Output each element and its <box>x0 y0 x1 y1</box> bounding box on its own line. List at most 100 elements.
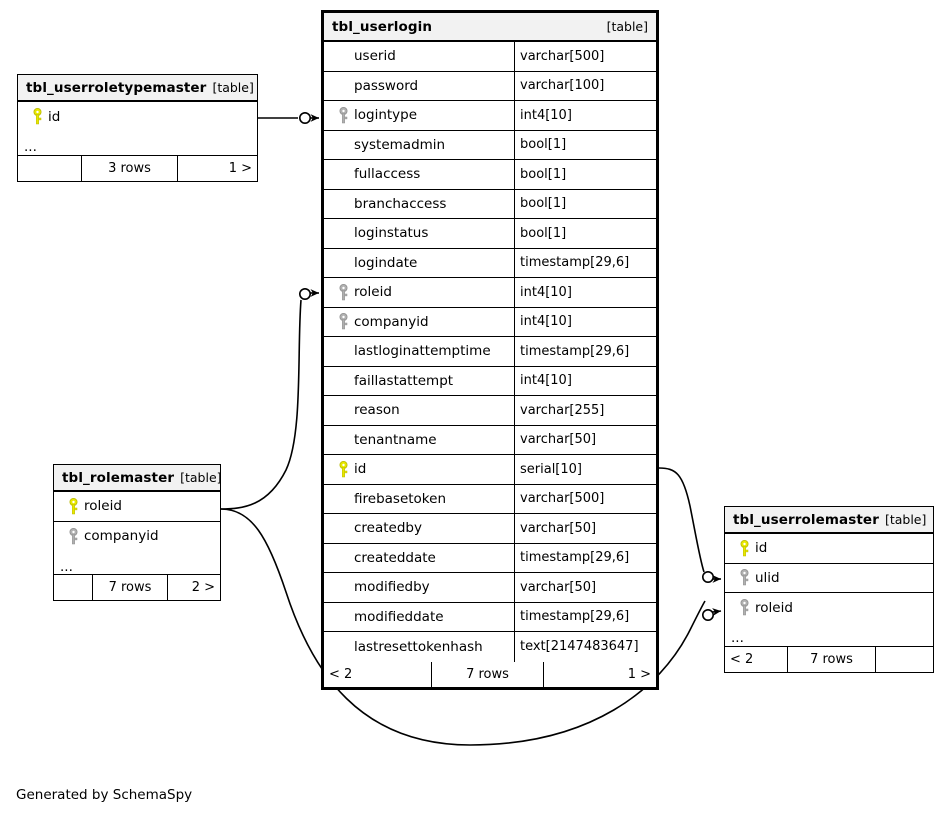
column-name-label: createddate <box>354 549 436 566</box>
column-name-label: ulid <box>755 569 780 586</box>
footer-next-button[interactable]: 1 > <box>627 666 651 682</box>
footer-prev-button[interactable]: < 2 <box>725 646 788 672</box>
column-type-cell: varchar[50] <box>514 514 656 543</box>
footer-prev-button[interactable] <box>18 155 82 181</box>
column-name-label: companyid <box>84 528 159 545</box>
column-type-cell: varchar[500] <box>514 42 656 71</box>
column-name-cell: modifiedby <box>324 573 514 602</box>
column-row[interactable]: createdby varchar[50] <box>324 514 656 544</box>
column-name-label: branchaccess <box>354 195 447 212</box>
column-name-cell: id <box>324 455 514 484</box>
column-name-label: companyid <box>354 313 429 330</box>
column-row[interactable]: companyid <box>54 522 220 552</box>
column-name-label: lastresettokenhash <box>354 638 483 655</box>
column-type-cell: varchar[255] <box>514 396 656 425</box>
entity-header: tbl_userroletypemaster [table] <box>18 75 257 102</box>
column-name-label: fullaccess <box>354 166 421 183</box>
column-name-cell: companyid <box>54 522 220 552</box>
entity-title: tbl_userroletypemaster <box>26 79 207 96</box>
entity-header: tbl_userrolemaster [table] <box>725 507 933 534</box>
column-type-cell: timestamp[29,6] <box>514 248 656 277</box>
entity-type-tag: [table] <box>884 512 927 527</box>
column-name-cell: password <box>324 72 514 101</box>
column-name-label: userid <box>354 48 396 65</box>
entity-footer: < 2 7 rows <box>725 646 933 672</box>
column-name-cell: lastresettokenhash <box>324 632 514 662</box>
column-row[interactable]: id <box>18 102 257 132</box>
column-name-cell: userid <box>324 42 514 71</box>
column-row[interactable]: reason varchar[255] <box>324 396 656 426</box>
column-name-label: lastloginattemptime <box>354 343 491 360</box>
column-type-cell: bool[1] <box>514 219 656 248</box>
column-row[interactable]: companyid int4[10] <box>324 307 656 337</box>
column-row[interactable]: loginstatus bool[1] <box>324 219 656 249</box>
column-name-cell: logindate <box>324 249 514 278</box>
column-name-cell: roleid <box>725 593 933 623</box>
column-name-cell: roleid <box>324 278 514 307</box>
entity-tbl-userroletypemaster[interactable]: tbl_userroletypemaster [table] id ... 3 … <box>17 74 258 182</box>
more-columns-indicator: ... <box>54 551 220 575</box>
edge-rolemaster-roleid-to-userlogin-roleid <box>220 287 319 510</box>
entity-type-tag: [table] <box>180 470 222 485</box>
footer-prev-button[interactable] <box>54 575 93 600</box>
column-row[interactable]: id <box>725 534 933 564</box>
column-list: roleid companyid <box>54 492 220 551</box>
footer-next-button[interactable]: 1 > <box>228 160 252 176</box>
column-name-label: loginstatus <box>354 225 429 242</box>
primary-key-icon <box>26 108 48 125</box>
column-name-cell: tenantname <box>324 426 514 455</box>
column-row[interactable]: roleid <box>725 593 933 623</box>
foreign-key-icon <box>62 527 84 545</box>
column-list: id <box>18 102 257 132</box>
column-name-cell: reason <box>324 396 514 425</box>
column-row[interactable]: roleid <box>54 492 220 522</box>
entity-footer: 7 rows 2 > <box>54 575 220 600</box>
column-name-cell: id <box>18 102 257 132</box>
column-name-label: createdby <box>354 520 422 537</box>
primary-key-icon <box>733 539 755 557</box>
column-type-cell: varchar[500] <box>514 484 656 513</box>
column-name-cell: logintype <box>324 101 514 130</box>
footer-prev-button[interactable]: < 2 <box>324 661 432 687</box>
footer-row-count: 7 rows <box>93 575 168 600</box>
column-name-cell: id <box>725 534 933 563</box>
column-name-cell: loginstatus <box>324 219 514 248</box>
column-name-label: id <box>354 461 367 478</box>
column-row[interactable]: ulid <box>725 564 933 593</box>
column-row[interactable]: userid varchar[500] <box>324 42 656 72</box>
entity-type-tag: [table] <box>212 80 254 95</box>
foreign-key-icon <box>332 313 354 330</box>
column-type-cell: int4[10] <box>514 101 656 130</box>
column-name-label: tenantname <box>354 431 437 448</box>
column-name-cell: branchaccess <box>324 190 514 219</box>
footer-next-button[interactable]: 2 > <box>191 580 215 595</box>
entity-footer: < 2 7 rows 1 > <box>324 661 656 687</box>
column-name-cell: companyid <box>324 308 514 337</box>
column-name-cell: createddate <box>324 544 514 573</box>
footer-next-button[interactable] <box>876 647 933 672</box>
column-name-label: reason <box>354 402 400 419</box>
entity-footer: 3 rows 1 > <box>18 155 257 181</box>
column-type-cell: int4[10] <box>514 307 656 336</box>
column-name-cell: systemadmin <box>324 131 514 160</box>
